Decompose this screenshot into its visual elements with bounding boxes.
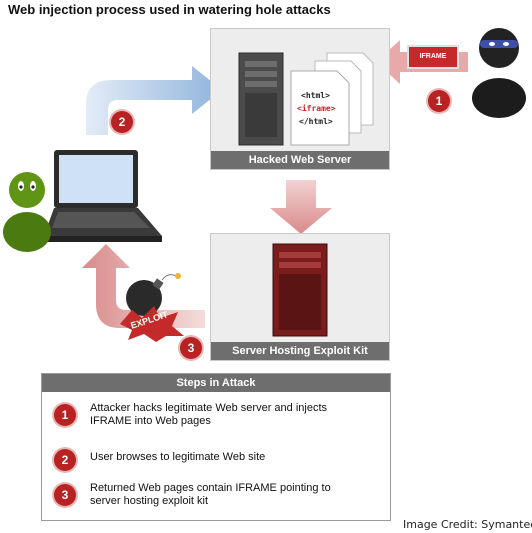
web-pages-icon xyxy=(290,52,374,146)
steps-panel: Steps in Attack 1 Attacker hacks legitim… xyxy=(41,373,391,521)
step-badge-3: 3 xyxy=(54,484,76,506)
hacked-server-caption: Hacked Web Server xyxy=(211,151,389,169)
badge-step-1: 1 xyxy=(428,90,450,112)
step-3-text-line1: Returned Web pages contain IFRAME pointi… xyxy=(90,482,331,494)
exploit-burst-icon xyxy=(120,306,184,342)
step-1-text-line2: IFRAME into Web pages xyxy=(90,415,211,427)
arrow-exploit xyxy=(82,244,205,328)
server-tower-icon xyxy=(238,52,284,146)
iframe-chip: IFRAME xyxy=(407,45,459,69)
user-icon xyxy=(3,172,51,252)
doc-line-iframe: <iframe> xyxy=(297,104,336,113)
image-credit: Image Credit: Symantec xyxy=(403,518,532,531)
diagram-title: Web injection process used in watering h… xyxy=(8,2,331,17)
badge-step-3: 3 xyxy=(180,337,202,359)
exploit-server-tower-icon xyxy=(272,243,328,337)
badge-step-2: 2 xyxy=(111,111,133,133)
arrow-redirect xyxy=(270,180,332,234)
step-badge-2: 2 xyxy=(54,449,76,471)
step-1-text-line1: Attacker hacks legitimate Web server and… xyxy=(90,402,328,414)
laptop-icon xyxy=(44,150,162,242)
step-badge-1: 1 xyxy=(54,404,76,426)
steps-title: Steps in Attack xyxy=(42,374,390,392)
doc-line-html: <html> xyxy=(301,91,330,100)
arrow-browse xyxy=(86,66,222,135)
exploit-server-panel: Server Hosting Exploit Kit xyxy=(210,233,390,361)
exploit-server-caption: Server Hosting Exploit Kit xyxy=(211,342,389,360)
attacker-icon xyxy=(472,28,526,118)
step-2-text: User browses to legitimate Web site xyxy=(90,451,266,463)
hacked-web-server-panel: <html> <iframe> </html> Hacked Web Serve… xyxy=(210,28,390,170)
step-3-text-line2: server hosting exploit kit xyxy=(90,495,208,507)
doc-line-html-close: </html> xyxy=(299,117,333,126)
